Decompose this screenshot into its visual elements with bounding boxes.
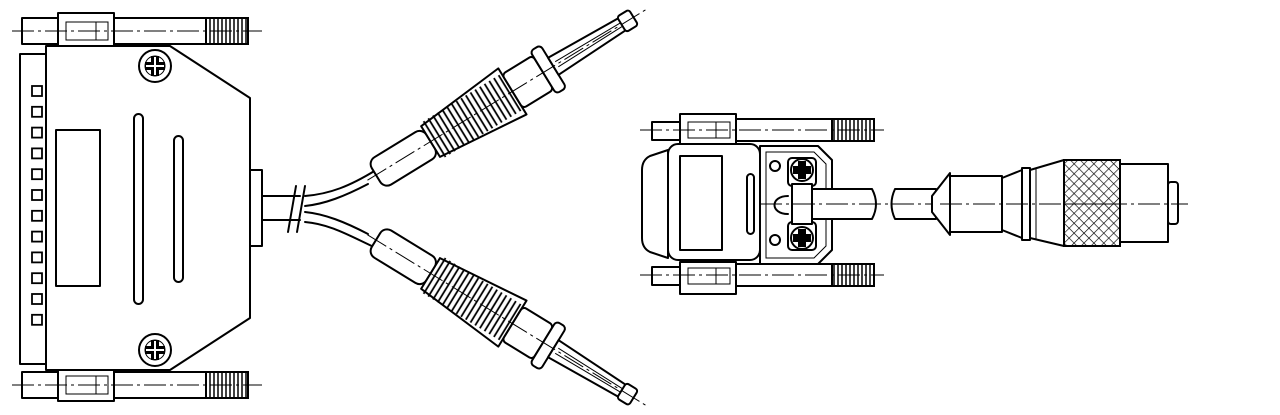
connector-pin — [31, 230, 43, 243]
connector-pin — [31, 147, 43, 160]
connector-pin — [31, 105, 43, 118]
left-assembly — [12, 7, 650, 408]
connector-pin — [31, 293, 43, 305]
connector-pin — [31, 313, 43, 326]
right-top-jack-screw — [640, 113, 884, 145]
connector-pin — [31, 209, 43, 222]
bottom-mounting-screw-icon — [138, 333, 172, 367]
connector-pin — [31, 126, 43, 139]
connector-pin — [31, 189, 43, 201]
connector-pins — [31, 85, 43, 326]
connector-pin — [31, 272, 43, 285]
bottom-jack-screw — [12, 367, 262, 402]
dsub-housing — [19, 45, 263, 371]
clamp-screw-top-icon — [790, 158, 814, 182]
right-assembly — [640, 113, 1188, 295]
top-mounting-screw-icon — [138, 49, 172, 83]
top-jack-screw — [12, 12, 262, 47]
right-bottom-jack-screw — [640, 261, 884, 295]
connector-pin — [31, 85, 43, 97]
lower-banana-plug — [367, 228, 650, 408]
upper-banana-plug — [367, 7, 650, 187]
clamp-screw-bottom-icon — [790, 226, 814, 250]
split-cable — [261, 169, 377, 249]
round-connector — [931, 159, 1188, 247]
connector-pin — [31, 251, 43, 264]
connector-pin — [31, 168, 43, 181]
compact-dsub-housing — [641, 143, 833, 265]
